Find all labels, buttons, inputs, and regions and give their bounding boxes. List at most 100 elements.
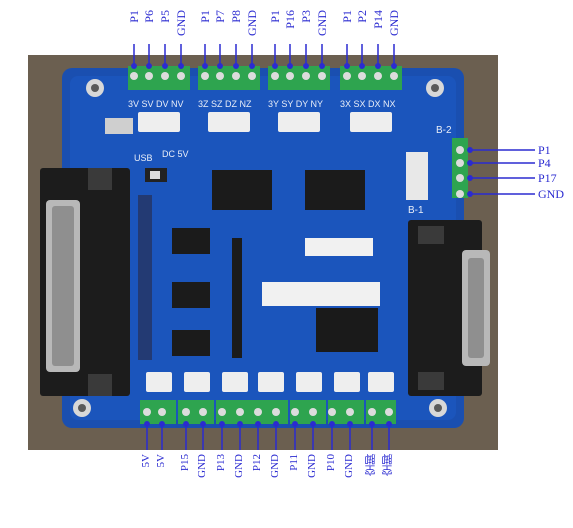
pin-marker	[219, 421, 225, 427]
db25-connector	[40, 168, 130, 396]
top-pin-label: P1	[127, 10, 141, 23]
terminal-screw	[374, 72, 382, 80]
pin-marker	[131, 63, 137, 69]
bottom-pin-label: P12	[251, 454, 263, 472]
pin-marker	[391, 63, 397, 69]
top-pin-label: P5	[158, 10, 172, 23]
pin-marker	[233, 63, 239, 69]
top-pin-label: P1	[198, 10, 212, 23]
silk-axis-z: 3Z SZ DZ NZ	[198, 99, 252, 109]
terminal-screw	[271, 72, 279, 80]
top-pin-label: GND	[315, 10, 329, 36]
top-pin-label: P3	[299, 10, 313, 23]
pin-marker	[217, 63, 223, 69]
pin-marker	[467, 175, 473, 181]
pin-marker	[375, 63, 381, 69]
top-pin-label: GND	[174, 10, 188, 36]
terminal-screw	[390, 72, 398, 80]
relay	[316, 308, 378, 352]
bottom-pin-label: P11	[288, 454, 300, 471]
terminal-screw	[232, 72, 240, 80]
silk-axis-a: 3V SV DV NV	[128, 99, 184, 109]
silk-usb: USB	[134, 153, 153, 163]
pin-marker	[178, 63, 184, 69]
top-pin-label: P16	[283, 10, 297, 29]
bottom-pin-label: P15	[179, 454, 191, 472]
pin-marker	[386, 421, 392, 427]
pin-marker	[467, 160, 473, 166]
terminal-screw	[145, 72, 153, 80]
terminal-screw	[318, 72, 326, 80]
top-pin-label: P1	[340, 10, 354, 23]
right-pin-label: GND	[538, 187, 564, 201]
pin-marker	[467, 147, 473, 153]
usb-port	[105, 118, 133, 134]
bottom-pin-label: GND	[196, 454, 208, 478]
terminal-screw	[343, 72, 351, 80]
right-pin-label: P17	[538, 171, 557, 185]
bottom-pin-label: GND	[306, 454, 318, 478]
pin-marker	[292, 421, 298, 427]
pin-marker	[287, 63, 293, 69]
terminal-screw	[201, 72, 209, 80]
bottom-pin-label: GND	[233, 454, 245, 478]
ic-chip	[305, 170, 365, 210]
top-pin-label: P6	[142, 10, 156, 23]
terminal-screw	[130, 72, 138, 80]
pin-marker	[162, 63, 168, 69]
top-pin-label: GND	[245, 10, 259, 36]
terminal-screw	[302, 72, 310, 80]
silk-axis-y: 3Y SY DY NY	[268, 99, 324, 109]
bottom-pin-label: P13	[215, 454, 227, 472]
silk-axis-x: 3X SX DX NX	[340, 99, 396, 109]
terminal-screw	[286, 72, 294, 80]
top-pin-label: P7	[213, 10, 227, 23]
pin-marker	[369, 421, 375, 427]
pin-marker	[146, 63, 152, 69]
pin-marker	[200, 421, 206, 427]
right-terminal-block	[452, 138, 468, 198]
bottom-pin-label: 5V	[140, 454, 152, 468]
pin-marker	[249, 63, 255, 69]
ic-chip	[212, 170, 272, 210]
pin-marker	[202, 63, 208, 69]
pin-marker	[144, 421, 150, 427]
silk-b1: B-1	[408, 205, 424, 216]
pin-marker	[303, 63, 309, 69]
top-pin-label: P14	[371, 10, 385, 29]
pin-marker	[344, 63, 350, 69]
pin-marker	[347, 421, 353, 427]
bottom-pin-label: GND	[269, 454, 281, 478]
pin-marker	[359, 63, 365, 69]
pin-marker	[467, 191, 473, 197]
terminal-screw	[161, 72, 169, 80]
bottom-pin-label: 空脚	[382, 454, 394, 476]
terminal-screw	[216, 72, 224, 80]
db9-connector	[408, 220, 490, 396]
pin-marker	[255, 421, 261, 427]
pin-marker	[329, 421, 335, 427]
pin-marker	[272, 63, 278, 69]
silk-b2: B-2	[436, 125, 452, 136]
top-pin-label: P1	[268, 10, 282, 23]
silk-dc: DC 5V	[162, 149, 189, 159]
bottom-pin-label: 空脚	[365, 454, 377, 476]
bottom-terminal-blocks	[140, 400, 396, 424]
pin-marker	[159, 421, 165, 427]
pin-marker	[273, 421, 279, 427]
right-pin-label: P1	[538, 143, 551, 157]
terminal-screw	[358, 72, 366, 80]
bottom-pin-label: GND	[343, 454, 355, 478]
top-pin-label: P2	[355, 10, 369, 23]
pin-marker	[237, 421, 243, 427]
top-pin-label: P8	[229, 10, 243, 23]
bottom-pin-label: 5V	[155, 454, 167, 468]
top-pin-label: GND	[387, 10, 401, 36]
bottom-pin-label: P10	[325, 454, 337, 472]
right-pin-label: P4	[538, 156, 551, 170]
pin-marker	[319, 63, 325, 69]
pin-marker	[183, 421, 189, 427]
pin-marker	[310, 421, 316, 427]
